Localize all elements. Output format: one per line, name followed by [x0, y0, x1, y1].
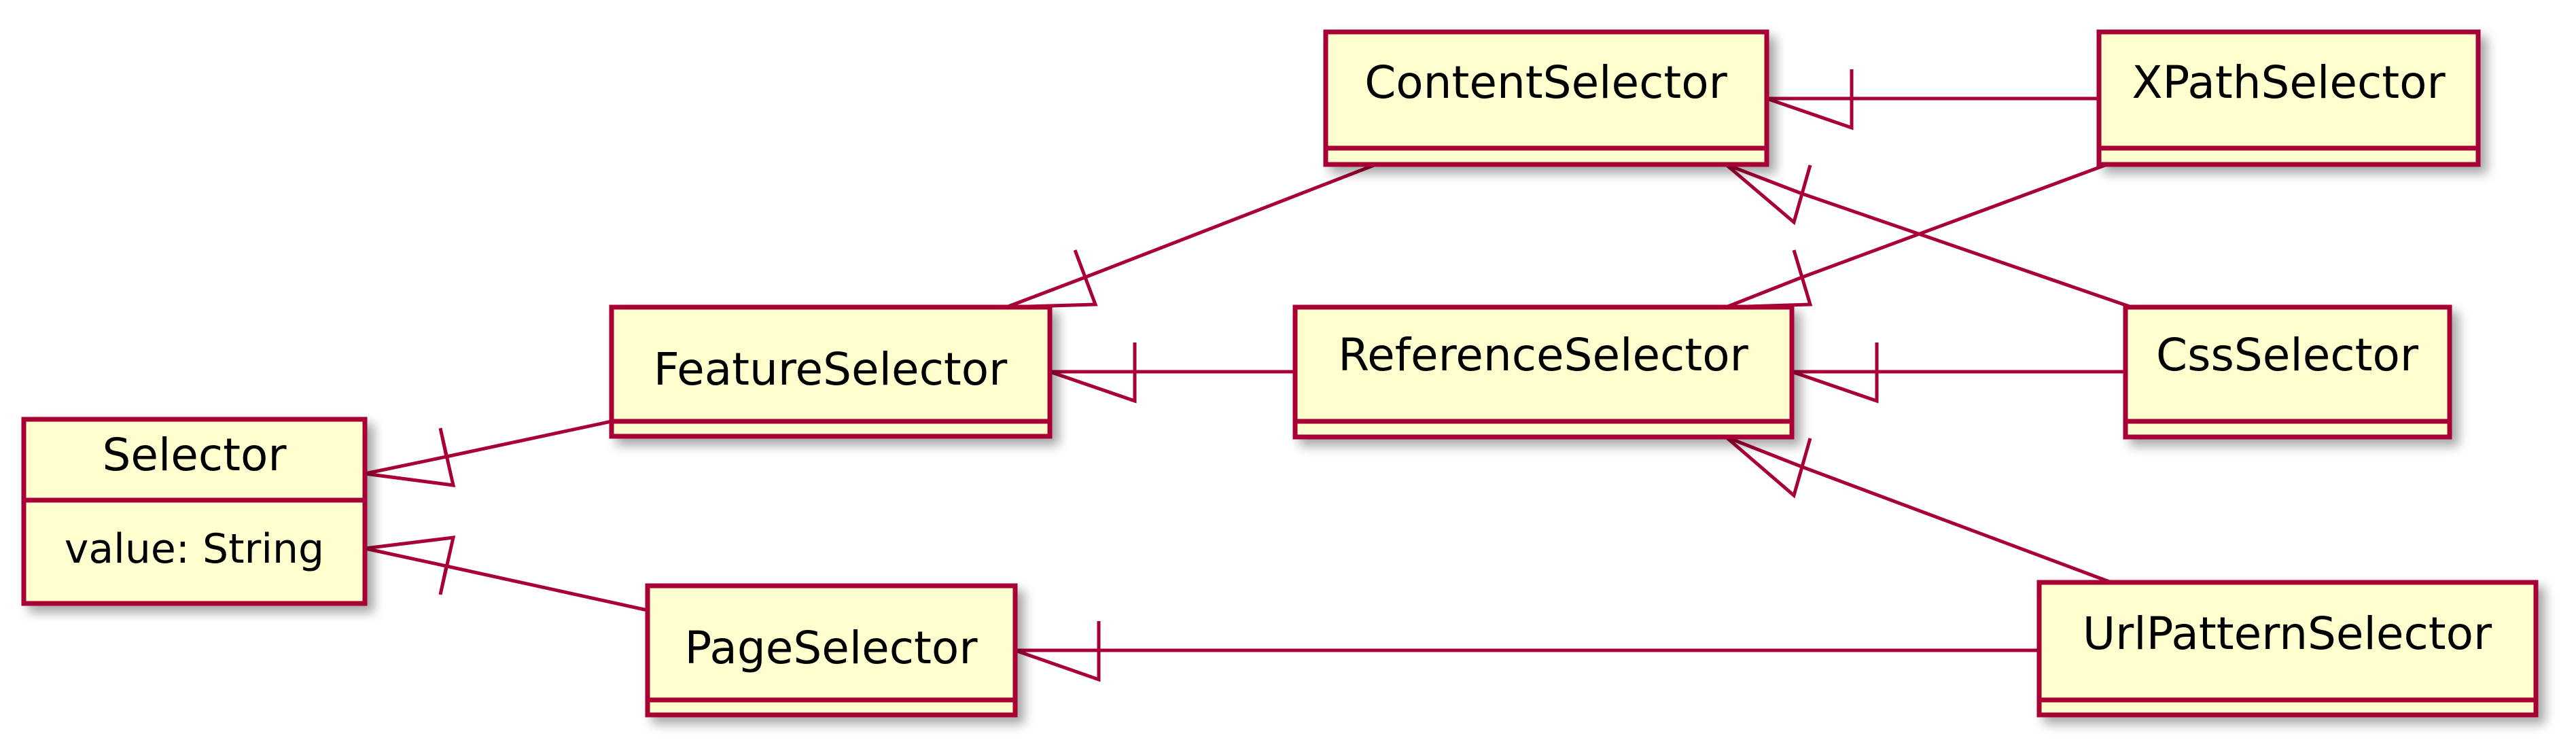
edge-pageselector-to-selector: [364, 535, 648, 612]
class-selector-attribute: value: String: [65, 525, 324, 573]
class-urlpatternselector[interactable]: UrlPatternSelector: [2036, 580, 2539, 718]
class-featureselector-name: FeatureSelector: [654, 343, 1008, 396]
class-xpathselector[interactable]: XPathSelector: [2096, 29, 2481, 167]
class-featureselector[interactable]: FeatureSelector: [609, 304, 1053, 439]
class-contentselector-name: ContentSelector: [1364, 56, 1727, 109]
class-referenceselector[interactable]: ReferenceSelector: [1292, 304, 1795, 440]
edge-urlpatternselector-to-referenceselector: [1725, 435, 2112, 584]
class-contentselector[interactable]: ContentSelector: [1323, 29, 1769, 167]
edge-cssselector-to-referenceselector: [1791, 343, 2125, 404]
class-selector-name: Selector: [102, 429, 287, 481]
edge-contentselector-to-featureselector: [1006, 162, 1377, 309]
class-pageselector[interactable]: PageSelector: [645, 583, 1018, 718]
class-urlpatternselector-name: UrlPatternSelector: [2083, 608, 2492, 660]
edge-cssselector-to-contentselector: [1725, 162, 2132, 309]
edge-referenceselector-to-featureselector: [1049, 343, 1295, 404]
edge-featureselector-to-selector: [364, 419, 612, 487]
class-xpathselector-name: XPathSelector: [2132, 56, 2446, 109]
class-referenceselector-name: ReferenceSelector: [1338, 329, 1748, 381]
class-cssselector[interactable]: CssSelector: [2123, 304, 2452, 440]
class-cssselector-name: CssSelector: [2156, 329, 2419, 381]
edge-xpathselector-to-contentselector: [1766, 69, 2099, 130]
class-selector[interactable]: Selector value: String: [21, 417, 368, 606]
edge-urlpatternselector-to-pageselector: [1014, 621, 2039, 682]
class-pageselector-name: PageSelector: [685, 622, 978, 674]
